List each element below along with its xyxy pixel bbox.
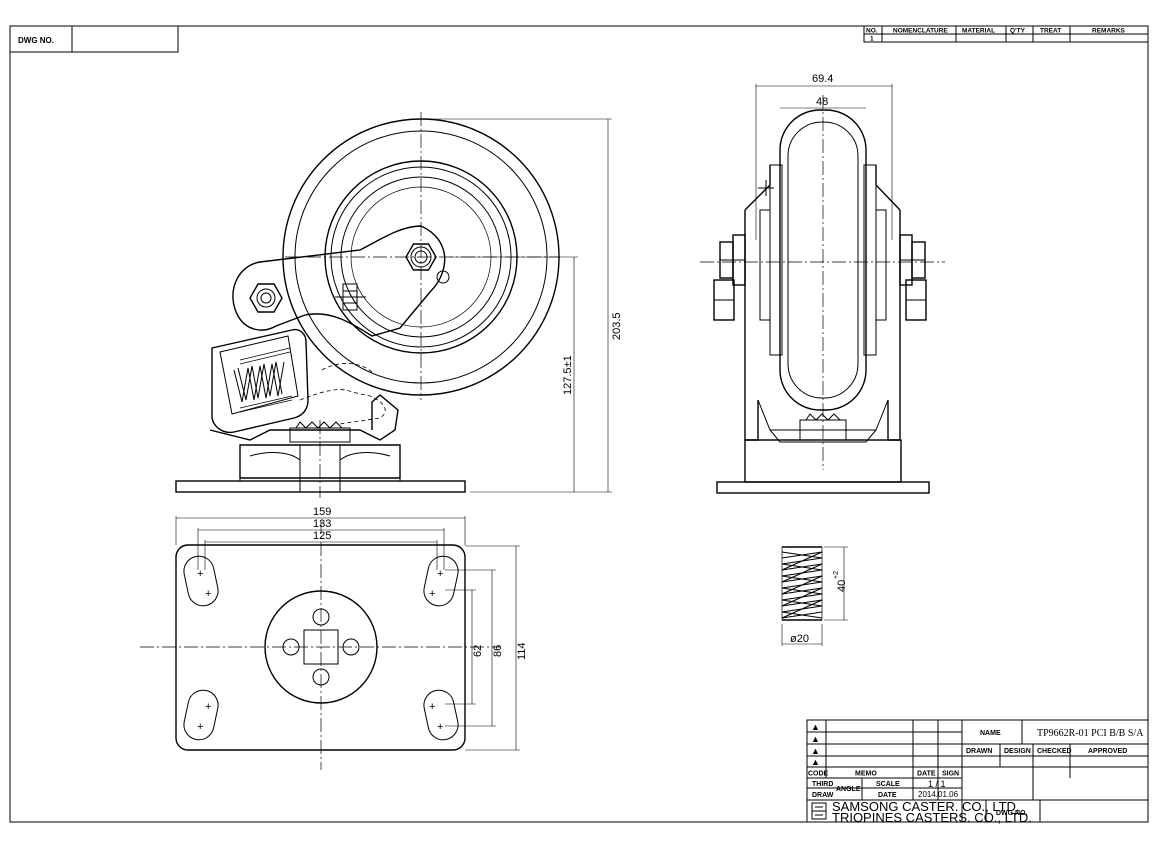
parts-col-nomenclature: NOMENCLATURE bbox=[893, 28, 948, 35]
tb-scale-label: SCALE bbox=[876, 781, 900, 788]
title-block bbox=[806, 719, 1149, 823]
parts-col-no: NO. bbox=[866, 28, 878, 35]
svg-text:+: + bbox=[429, 588, 435, 600]
svg-text:+: + bbox=[437, 568, 443, 580]
rev-symbol-1: ▲ bbox=[811, 722, 820, 732]
tb-design-label: DESIGN bbox=[1004, 748, 1031, 755]
dim-plate-hole-v-outer: 86 bbox=[492, 645, 504, 657]
dim-side-axle-height: 127.5±1 bbox=[562, 355, 574, 395]
dim-front-wheel-width: 48 bbox=[816, 96, 828, 108]
parts-col-treat: TREAT bbox=[1040, 28, 1061, 35]
rev-symbol-2: ▲ bbox=[811, 734, 820, 744]
parts-col-qty: Q'TY bbox=[1010, 28, 1026, 35]
tb-code-label: CODE bbox=[808, 771, 829, 778]
front-view bbox=[700, 84, 945, 494]
tb-date-value: 2014.01.06 bbox=[918, 790, 959, 799]
tb-company-line1: SAMSONG CASTER. CO., LTD. bbox=[832, 799, 1020, 814]
svg-text:+: + bbox=[437, 721, 443, 733]
parts-col-remarks: REMARKS bbox=[1092, 28, 1126, 35]
svg-text:+: + bbox=[205, 701, 211, 713]
svg-text:+: + bbox=[197, 568, 203, 580]
tb-date-label: DATE bbox=[917, 771, 936, 778]
rev-symbol-4: ▲ bbox=[811, 757, 820, 767]
sheet-border bbox=[9, 25, 1149, 823]
svg-text:+: + bbox=[197, 721, 203, 733]
dim-spring-length: 40 bbox=[836, 580, 848, 592]
tb-drawn-label: DRAWN bbox=[966, 748, 992, 755]
dim-plate-width: 159 bbox=[313, 506, 331, 518]
svg-text:+: + bbox=[429, 701, 435, 713]
tb-approved-label: APPROVED bbox=[1088, 748, 1127, 755]
dim-spring-diameter: ø20 bbox=[790, 633, 809, 645]
tb-scale-value: 1 / 1 bbox=[928, 779, 946, 789]
tb-checked-label: CHECKED bbox=[1037, 748, 1072, 755]
rev-symbol-3: ▲ bbox=[811, 746, 820, 756]
dwg-no-header: DWG NO. bbox=[10, 26, 179, 53]
dim-plate-hole-span-inner: 125 bbox=[313, 530, 331, 542]
spring-detail bbox=[781, 546, 848, 646]
tb-date-label-2: DATE bbox=[878, 792, 897, 799]
tb-memo-label: MEMO bbox=[855, 771, 877, 778]
tb-dwg-no-label: DWG NO. bbox=[996, 810, 1028, 817]
parts-col-material: MATERIAL bbox=[962, 28, 995, 35]
dim-plate-hole-v-inner: 62 bbox=[472, 645, 484, 657]
dim-plate-height: 114 bbox=[516, 642, 528, 660]
tb-draw-label: DRAW bbox=[812, 792, 834, 799]
tb-name-value: TP9662R-01 PCI B/B S/A bbox=[1037, 728, 1144, 739]
tb-sign-label: SIGN bbox=[942, 771, 959, 778]
side-view bbox=[175, 112, 612, 498]
dim-plate-hole-span-outer: 133 bbox=[313, 518, 331, 530]
dim-spring-length-tol: +2 bbox=[833, 571, 840, 579]
tb-company-line2: TRIOPINES CASTERS. CO., LTD. bbox=[832, 810, 1032, 825]
plate-view: ++ ++ ++ ++ bbox=[140, 516, 520, 770]
dim-side-height: 203.5 bbox=[611, 312, 623, 340]
tb-name-label: NAME bbox=[980, 730, 1001, 737]
dim-front-overall-width: 69.4 bbox=[812, 73, 833, 85]
tb-angle-label: ANGLE bbox=[836, 786, 861, 793]
svg-text:+: + bbox=[205, 588, 211, 600]
parts-row-1-no: 1 bbox=[870, 36, 874, 43]
dwg-no-header-label: DWG NO. bbox=[18, 36, 54, 45]
tb-third-label: THIRD bbox=[812, 781, 833, 788]
parts-list-table: NO. NOMENCLATURE MATERIAL Q'TY TREAT REM… bbox=[863, 25, 1149, 43]
